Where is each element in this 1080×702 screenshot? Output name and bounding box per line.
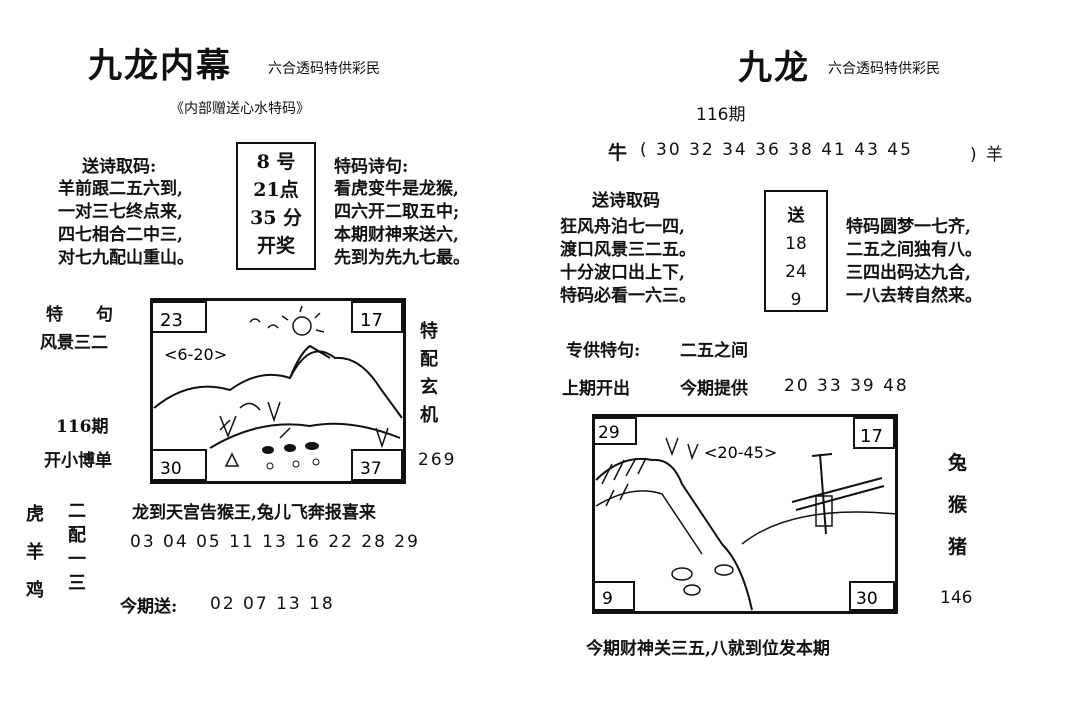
right-poem-line: 渡口风景三二五。 bbox=[560, 240, 696, 260]
left-poem-heading: 送诗取码: bbox=[82, 157, 157, 177]
right-poem2-line: 二五之间独有八。 bbox=[846, 240, 982, 260]
left-poem-line: 羊前跟二五六到, bbox=[58, 179, 183, 199]
left-poem2-line: 看虎变牛是龙猴, bbox=[334, 179, 459, 199]
left-tejv-2: 句 bbox=[96, 305, 113, 325]
draw-time-line: 21点 bbox=[253, 179, 299, 201]
right-side-zodiac-1: 兔 bbox=[948, 452, 968, 474]
left-scenery: 风景三二 bbox=[40, 333, 108, 353]
left-tejv-1: 特 bbox=[46, 305, 63, 325]
left-issue: 116期 bbox=[56, 417, 109, 437]
right-provide-numbers: 20 33 39 48 bbox=[784, 376, 909, 396]
left-poem2-heading: 特码诗句: bbox=[334, 157, 409, 177]
right-special-value: 二五之间 bbox=[680, 341, 748, 361]
right-poem-line: 狂风舟泊七一四, bbox=[560, 217, 685, 237]
right-poem2-line: 一八去转自然来。 bbox=[846, 286, 982, 306]
left-zodiac-col2: 二配一三 bbox=[68, 501, 86, 594]
gift-line: 9 bbox=[790, 290, 802, 310]
right-pic-note: <20-45> bbox=[704, 443, 777, 462]
left-pic-tl: 23 bbox=[160, 310, 183, 331]
right-niu-end: ) 羊 bbox=[970, 145, 1006, 165]
right-poem2-line: 三四出码达九合, bbox=[846, 263, 971, 283]
right-pic-br: 30 bbox=[856, 589, 878, 609]
left-sketch-picture: 23 17 30 37 <6-20> bbox=[150, 298, 406, 484]
left-title: 九龙内幕 bbox=[88, 46, 232, 86]
right-gift-numbers: 送 18 24 9 bbox=[764, 202, 828, 314]
left-poem-line: 四七相合二中三, bbox=[58, 225, 183, 245]
left-numbers: 03 04 05 11 13 16 22 28 29 bbox=[130, 532, 420, 552]
left-pic-note: <6-20> bbox=[164, 345, 227, 364]
right-subtitle: 六合透码特供彩民 bbox=[828, 61, 940, 77]
left-side-number: 269 bbox=[418, 450, 457, 470]
right-poem-heading: 送诗取码 bbox=[592, 191, 660, 211]
draw-time-line: 8 号 bbox=[256, 151, 296, 173]
right-pic-bl: 9 bbox=[602, 589, 613, 609]
left-poem-line: 一对三七终点来, bbox=[58, 202, 183, 222]
left-poem: 羊前跟二五六到, 一对三七终点来, 四七相合二中三, 对七九配山重山。 bbox=[58, 178, 194, 270]
draw-time-line: 35 分 bbox=[249, 207, 303, 229]
gift-line: 送 bbox=[787, 206, 805, 226]
right-last-label: 上期开出 bbox=[562, 379, 630, 399]
right-side-number: 146 bbox=[940, 588, 973, 608]
right-gift-box bbox=[764, 190, 828, 312]
right-pic-tr: 17 bbox=[860, 426, 883, 447]
right-poem2-line: 特码圆梦一七齐, bbox=[846, 217, 971, 237]
right-poem: 狂风舟泊七一四, 渡口风景三二五。 十分波口出上下, 特码必看一六三。 bbox=[560, 216, 696, 308]
right-niu-numbers: ( 30 32 34 36 38 41 43 45 bbox=[640, 140, 913, 160]
left-tagline: 《内部赠送心水特码》 bbox=[170, 101, 310, 117]
left-poem2-line: 四六开二取五中; bbox=[334, 202, 460, 222]
right-side-zodiac-3: 猪 bbox=[948, 536, 968, 558]
right-poem-line: 特码必看一六三。 bbox=[560, 286, 696, 306]
draw-time-line: 开奖 bbox=[256, 235, 295, 257]
left-draw-time: 8 号 21点 35 分 开奖 bbox=[236, 148, 316, 260]
left-subtitle: 六合透码特供彩民 bbox=[268, 61, 380, 77]
left-poem-line: 对七九配山重山。 bbox=[58, 248, 194, 268]
left-side-vertical: 特配玄机 bbox=[420, 321, 438, 426]
right-niu-label: 牛 bbox=[608, 142, 628, 164]
right-pic-tl: 29 bbox=[598, 423, 620, 443]
left-slogan: 龙到天宫告猴王,兔儿飞奔报喜来 bbox=[132, 503, 376, 523]
right-poem-line: 十分波口出上下, bbox=[560, 263, 685, 283]
left-poem2-line: 本期财神来送六, bbox=[334, 225, 459, 245]
gift-line: 24 bbox=[785, 262, 807, 282]
left-pic-bl: 30 bbox=[160, 459, 182, 479]
left-pic-tr: 17 bbox=[360, 310, 383, 331]
right-provide-label: 今期提供 bbox=[680, 379, 748, 399]
left-jinqi-numbers: 02 07 13 18 bbox=[210, 594, 335, 614]
left-poem2: 看虎变牛是龙猴, 四六开二取五中; 本期财神来送六, 先到为先九七最。 bbox=[334, 178, 470, 270]
left-pic-br: 37 bbox=[360, 459, 382, 479]
left-poem2-line: 先到为先九七最。 bbox=[334, 248, 470, 268]
right-title: 九龙 bbox=[738, 48, 810, 88]
right-sketch-picture: 29 17 9 30 <20-45> bbox=[592, 414, 898, 614]
right-poem2: 特码圆梦一七齐, 二五之间独有八。 三四出码达九合, 一八去转自然来。 bbox=[846, 216, 982, 308]
right-issue: 116期 bbox=[696, 105, 746, 125]
right-side-zodiac-2: 猴 bbox=[948, 494, 968, 516]
left-draw-time-box bbox=[236, 142, 316, 270]
right-special-label: 专供特句: bbox=[566, 341, 641, 361]
left-jinqi-label: 今期送: bbox=[120, 597, 178, 617]
right-footer: 今期财神关三五,八就到位发本期 bbox=[586, 639, 830, 659]
left-zodiac-col1: 虎羊鸡 bbox=[26, 504, 44, 601]
left-kai: 开小博单 bbox=[44, 451, 112, 471]
gift-line: 18 bbox=[785, 234, 807, 254]
